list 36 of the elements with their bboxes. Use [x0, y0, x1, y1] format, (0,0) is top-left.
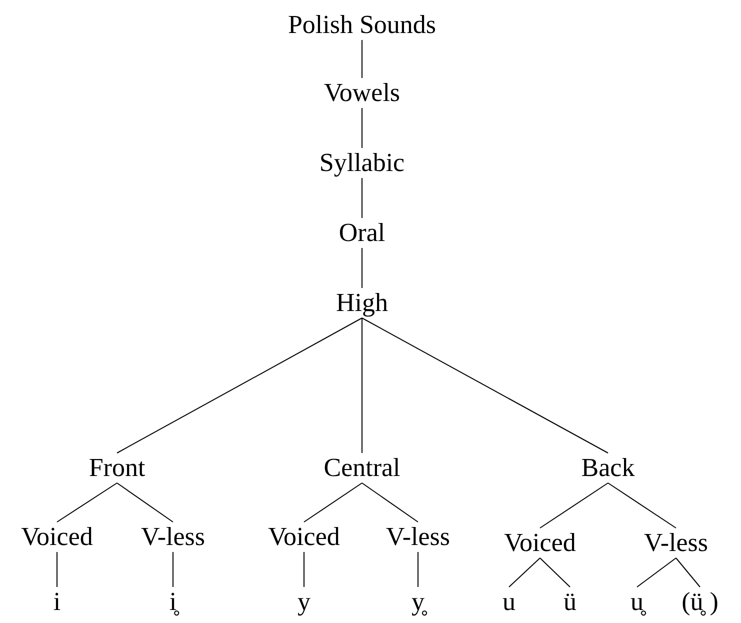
tree-label: i̥ — [168, 588, 178, 616]
tree-label: (ü̥ ) — [680, 588, 720, 616]
tree-label: V-less — [140, 523, 206, 551]
tree-branch — [172, 552, 174, 588]
tree-branch — [540, 558, 570, 588]
tree-branch — [676, 558, 700, 588]
tree-label: Vowels — [322, 79, 402, 107]
tree-branch — [508, 558, 540, 588]
tree-label: Oral — [338, 219, 386, 247]
tree-branch — [116, 318, 362, 454]
tree-branch — [56, 552, 58, 588]
tree-label: u — [502, 588, 516, 616]
tree-label: Voiced — [267, 523, 341, 551]
tree-label: High — [335, 289, 389, 317]
tree-label: i — [52, 588, 62, 616]
tree-branch — [56, 482, 118, 522]
tree-label: ü — [562, 588, 578, 616]
tree-label: Back — [580, 454, 636, 482]
tree-label: V-less — [642, 529, 710, 557]
tree-label: y — [296, 588, 312, 616]
tree-branch — [304, 482, 362, 522]
tree-branch — [116, 482, 174, 522]
tree-label: Syllabic — [318, 149, 406, 177]
tree-branch — [362, 318, 608, 454]
tree-label: y̥ — [410, 588, 426, 616]
tree-branch — [362, 482, 418, 522]
tree-label: Front — [88, 454, 146, 482]
tree-label: Polish Sounds — [286, 11, 438, 39]
tree-label: u̥ — [630, 588, 644, 616]
tree-label: V-less — [384, 523, 452, 551]
tree-label: Voiced — [20, 523, 94, 551]
tree-label: Central — [322, 454, 402, 482]
tree-label: Voiced — [503, 529, 577, 557]
tree-branch — [540, 482, 608, 528]
tree-branch — [636, 558, 676, 588]
tree-branch — [608, 482, 676, 528]
